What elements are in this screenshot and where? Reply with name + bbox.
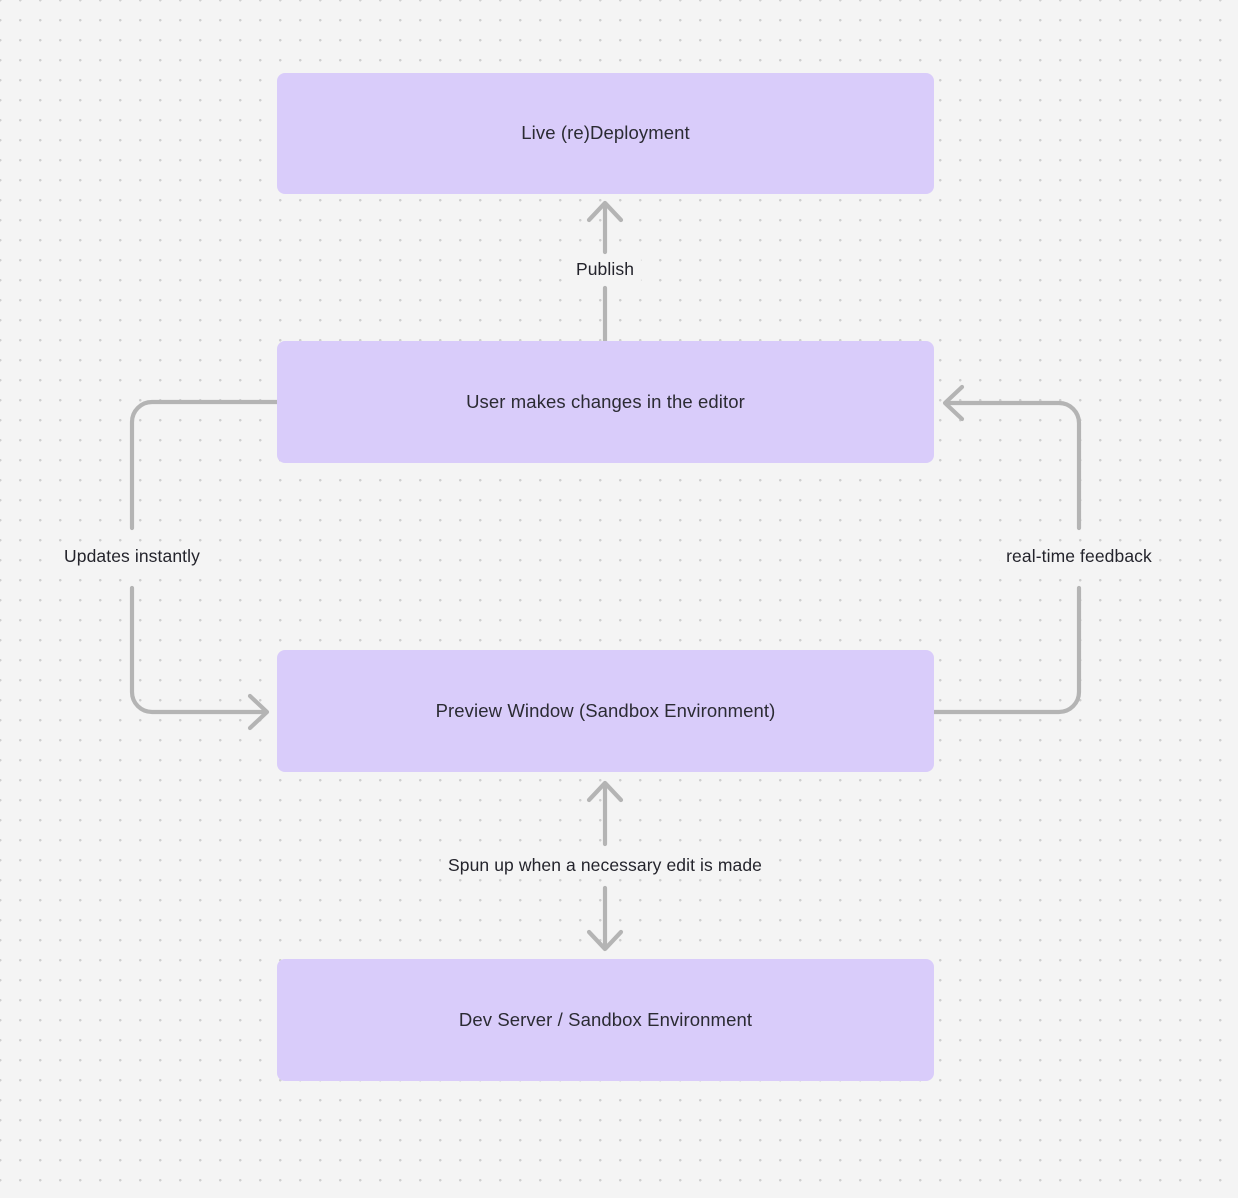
node-live-deployment[interactable]: Live (re)Deployment [277, 73, 934, 194]
edge-label-updates-instantly: Updates instantly [57, 544, 207, 570]
node-user-edits[interactable]: User makes changes in the editor [277, 341, 934, 463]
node-live-deployment-label: Live (re)Deployment [521, 122, 690, 144]
node-dev-server-label: Dev Server / Sandbox Environment [458, 1008, 753, 1030]
node-user-edits-label: User makes changes in the editor [466, 390, 745, 412]
edge-label-real-time-feedback: real-time feedback [999, 544, 1159, 570]
node-dev-server[interactable]: Dev Server / Sandbox Environment [277, 959, 934, 1081]
edge-label-publish: Publish [568, 257, 642, 283]
node-preview-window-label: Preview Window (Sandbox Environment) [435, 699, 776, 721]
node-preview-window[interactable]: Preview Window (Sandbox Environment) [277, 650, 934, 772]
edge-label-spun-up: Spun up when a necessary edit is made [440, 853, 770, 879]
